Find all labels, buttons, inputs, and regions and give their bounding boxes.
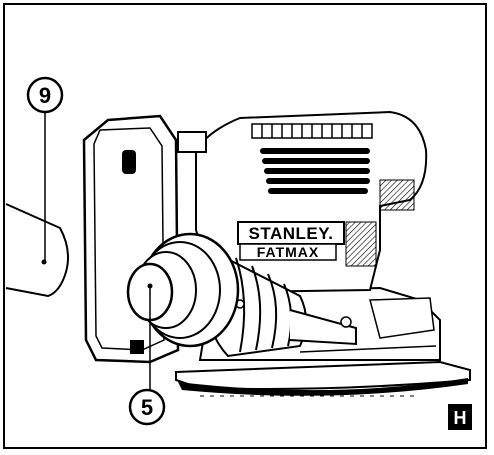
figure-label-badge: H — [448, 404, 472, 430]
brand-name: STANLEY. — [249, 224, 334, 243]
callout-5: 5 — [128, 283, 166, 426]
callout-number-5: 5 — [141, 395, 153, 420]
dust-extraction-adapter — [126, 232, 357, 358]
orbital-sander-illustration: STANLEY. FATMAX — [82, 110, 471, 397]
callout-9: 9 — [26, 76, 64, 260]
brand-logo: STANLEY. FATMAX — [237, 221, 345, 261]
callout-number-9: 9 — [39, 83, 51, 108]
figure-label: H — [454, 408, 467, 428]
dust-bag-illustration — [5, 203, 69, 298]
brand-sub: FATMAX — [257, 244, 320, 260]
